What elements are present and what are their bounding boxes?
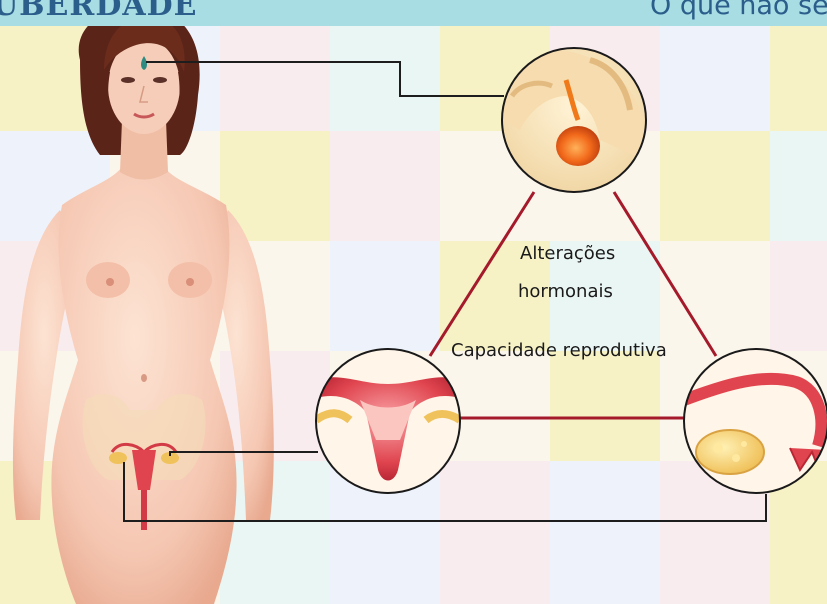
puberty-diagram [0, 26, 827, 604]
pituitary-gland-circle [500, 48, 646, 192]
header-left-title: UBERDADE [0, 0, 198, 23]
uterus-circle [316, 349, 460, 493]
hormonal-changes-label-line2: hormonais [518, 281, 613, 302]
ovary-circle [684, 349, 827, 493]
header-right-title: O que não se [650, 0, 827, 21]
header-bar: UBERDADE O que não se [0, 0, 827, 26]
hormonal-changes-label-line1: Alterações [520, 243, 615, 264]
reproductive-capacity-label: Capacidade reprodutiva [451, 340, 667, 361]
